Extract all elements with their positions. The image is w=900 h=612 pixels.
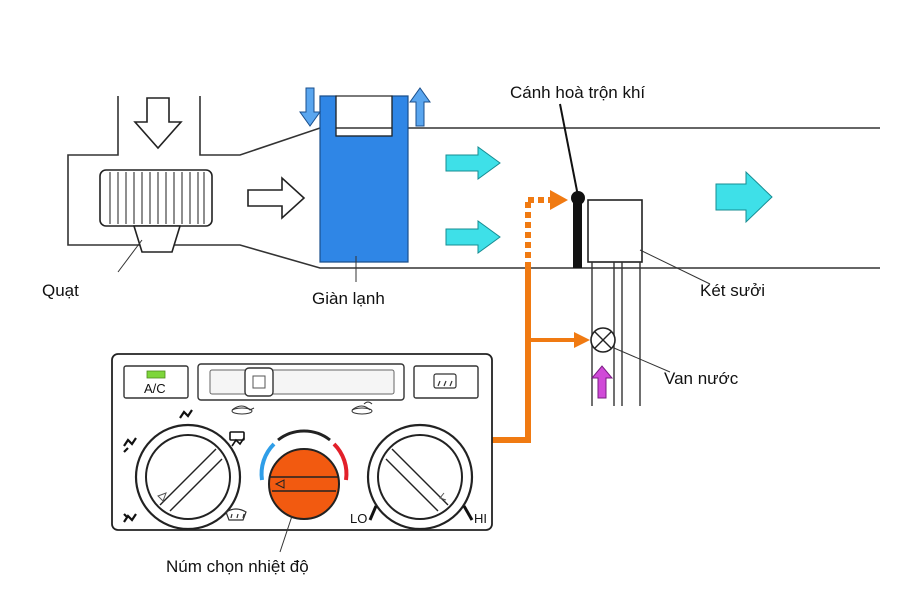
mix-flap-leader-line — [559, 103, 579, 197]
cooled-air-arrow-upper — [445, 146, 501, 180]
lo-label: LO — [350, 511, 367, 526]
mode-dial[interactable] — [134, 423, 242, 531]
mix-flap-label: Cánh hoà trộn khí — [510, 83, 645, 102]
floor-vent-icon — [123, 513, 137, 523]
cable-to-flap-arrowhead — [550, 190, 568, 210]
evaporator — [319, 95, 409, 263]
temp-knob-leader-line — [279, 515, 293, 553]
evaporator-label: Giàn lạnh — [312, 289, 385, 308]
temp-knob-label: Núm chọn nhiệt độ — [166, 557, 309, 576]
cooled-air-arrow-lower — [445, 220, 501, 254]
intake-air-arrow — [133, 97, 183, 150]
hi-label: HI — [474, 511, 487, 526]
heater-core-leader-line — [639, 249, 711, 285]
outlet-air-arrow — [715, 170, 773, 224]
control-panel: A/C — [111, 353, 493, 553]
ac-indicator — [146, 370, 166, 379]
temperature-knob[interactable] — [259, 429, 349, 520]
rear-defrost-button[interactable] — [413, 365, 479, 399]
refrigerant-out-arrow — [409, 87, 431, 127]
rear-defrost-icon — [433, 373, 457, 389]
recirc-slider-handle[interactable] — [244, 367, 274, 397]
floor-defrost-icon — [229, 431, 245, 447]
water-valve — [590, 327, 616, 353]
cool-range-arc — [259, 442, 276, 481]
bilevel-vent-icon — [123, 437, 137, 453]
front-defrost-icon — [225, 508, 247, 521]
neutral-range-arc — [277, 429, 331, 442]
water-valve-label: Van nước — [664, 369, 739, 388]
face-vent-icon — [179, 409, 193, 419]
recirc-slider[interactable] — [197, 363, 405, 401]
fresh-air-icon — [351, 401, 373, 415]
air-duct — [67, 96, 880, 269]
heater-core-label: Két sưởi — [700, 281, 765, 300]
fan-leader-line — [117, 239, 143, 273]
water-valve-leader-line — [613, 347, 671, 373]
ac-label: A/C — [144, 381, 166, 396]
fan-speed-dial[interactable] — [366, 423, 474, 531]
blower-fan — [99, 169, 213, 253]
fan-air-arrow — [247, 176, 306, 220]
refrigerant-in-arrow — [299, 87, 321, 127]
recirculate-icon — [231, 405, 255, 415]
fan-label: Quạt — [42, 281, 79, 300]
hot-range-arc — [332, 442, 349, 481]
ac-button[interactable]: A/C — [123, 365, 189, 399]
control-cable — [492, 197, 590, 443]
coolant-flow-arrow — [590, 365, 614, 399]
mix-flap — [571, 191, 585, 268]
